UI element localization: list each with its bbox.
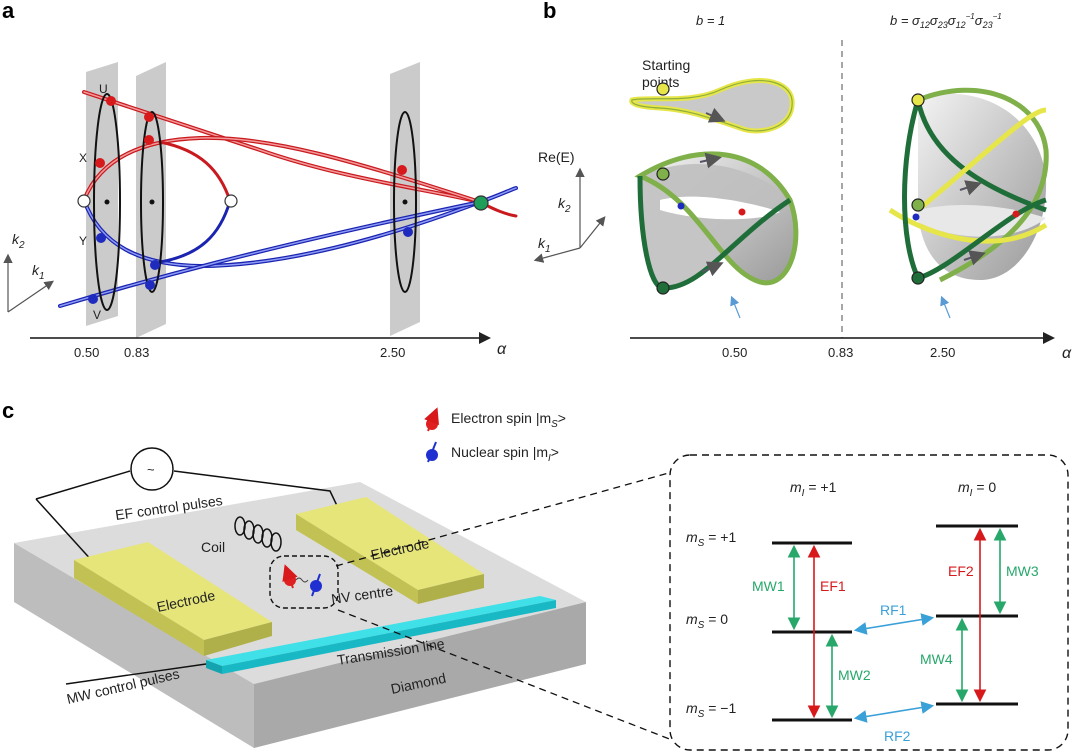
- k1-label-b: k1: [538, 235, 551, 255]
- mw4-label: MW4: [920, 651, 953, 667]
- k2-label-a: k2: [12, 231, 25, 251]
- ef-source-symbol: ~: [147, 462, 155, 477]
- rf1-label: RF1: [880, 602, 907, 618]
- level-mi-plus1: mI = +1: [790, 479, 837, 499]
- start-point-left-darkgreen: [656, 281, 670, 295]
- diamond-slab: [14, 482, 586, 748]
- start-point-yellow-small: [656, 82, 670, 96]
- label-y: Y: [79, 234, 87, 248]
- alpha-label-a: α: [497, 341, 507, 358]
- start-point-right-yellow: [911, 93, 925, 107]
- mw1-label: MW1: [752, 578, 785, 594]
- mw-feed-line: [65, 663, 207, 685]
- start-point-right-green: [911, 198, 925, 212]
- tick-b-250: 2.50: [930, 345, 955, 360]
- plane-050: [86, 62, 118, 326]
- coil-label: Coil: [201, 539, 225, 555]
- level-mi-0: mI = 0: [958, 479, 996, 499]
- rf1-arrow: [853, 613, 935, 635]
- tick-a-250: 2.50: [380, 345, 405, 360]
- tick-a-083: 0.83: [124, 345, 149, 360]
- panel-c-label: c: [2, 398, 14, 423]
- blue-branch: [58, 186, 518, 308]
- k2-label-b: k2: [558, 195, 571, 215]
- electrode-left: [74, 542, 272, 656]
- label-u: U: [99, 82, 108, 96]
- start-point-left-green: [656, 167, 670, 181]
- ef1-label: EF1: [820, 578, 846, 594]
- exceptional-point-mid: [224, 194, 238, 208]
- loop-050: [93, 93, 121, 311]
- loop-b-small: [629, 78, 795, 134]
- label-v: V: [93, 308, 101, 322]
- nv-box: [269, 555, 339, 609]
- ef2-label: EF2: [948, 563, 974, 579]
- rf2-label: RF2: [884, 728, 911, 744]
- level-diagram-box: [669, 454, 1069, 751]
- level-ms-0: mS = 0: [686, 611, 728, 631]
- transitions: [787, 527, 1007, 723]
- label-x: X: [79, 151, 87, 165]
- knot-b-left: [634, 151, 799, 295]
- loop-083: [140, 111, 164, 293]
- tick-b-050: 0.50: [722, 345, 747, 360]
- legend-electron: Electron spin |mS>: [451, 410, 566, 430]
- red-branch: [82, 90, 482, 204]
- electrode-right: [296, 497, 484, 604]
- panel-a-label: a: [2, 0, 15, 23]
- spin-legend: Electron spin |mS> Nuclear spin |mI>: [424, 407, 566, 464]
- legend-nuclear: Nuclear spin |mI>: [451, 444, 559, 464]
- exceptional-point-left: [77, 194, 91, 208]
- k1-label-a: k1: [32, 262, 45, 282]
- zoom-line-top: [335, 471, 673, 567]
- title-b-right: b = σ12σ23σ12−1σ23−1: [890, 12, 1002, 30]
- coil: [234, 516, 282, 552]
- k-axes-b: [533, 167, 606, 263]
- tick-b-083: 0.83: [828, 345, 853, 360]
- ef-source: [130, 447, 174, 491]
- degeneracy-point: [473, 195, 489, 211]
- panel-c: c Electron spin |mS> Nuclear spin |mI> ~…: [2, 398, 1069, 751]
- mw2-label: MW2: [838, 667, 871, 683]
- panel-a: a: [2, 0, 518, 360]
- tick-a-050: 0.50: [74, 345, 99, 360]
- alpha-planes: [86, 62, 420, 338]
- title-b-left: b = 1: [696, 13, 725, 28]
- loops: [93, 93, 417, 311]
- alpha-label-b: α: [1062, 345, 1072, 362]
- start-point-right-darkgreen: [911, 271, 925, 285]
- knot-b-right: [888, 87, 1049, 285]
- panel-b-label: b: [543, 0, 556, 23]
- transmission-line: [206, 596, 556, 674]
- eigen-points: [77, 96, 489, 304]
- mw3-label: MW3: [1006, 563, 1039, 579]
- rf2-arrow: [853, 701, 935, 723]
- loop-250: [393, 111, 417, 293]
- k-axes-a: [3, 253, 54, 313]
- re-e-label: Re(E): [538, 149, 575, 165]
